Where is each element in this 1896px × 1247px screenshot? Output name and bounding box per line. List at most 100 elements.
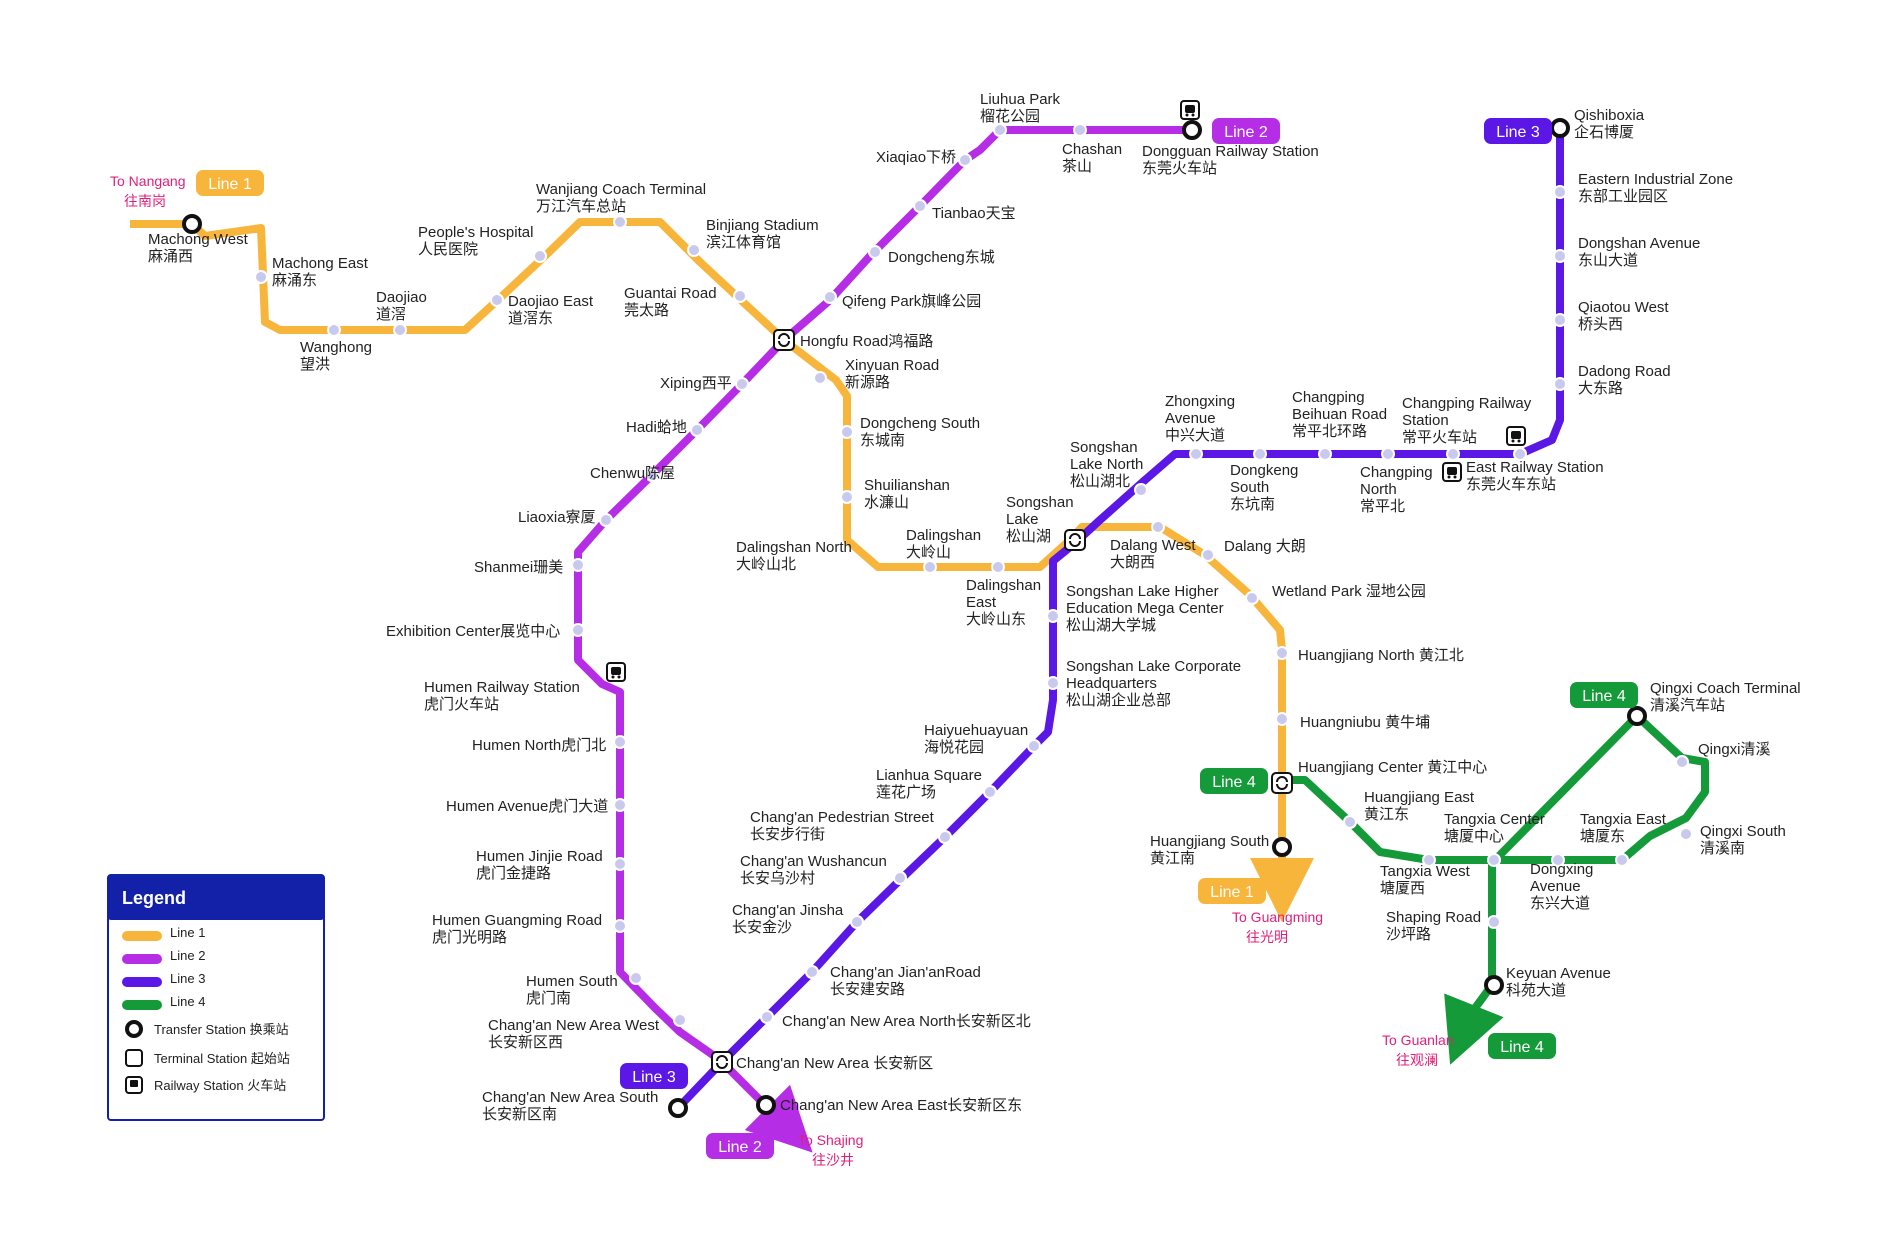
line-1-route	[130, 218, 1314, 922]
line-badge: Line 2	[706, 1133, 774, 1159]
station-label: 松山湖	[1006, 528, 1051, 545]
station-label: Liuhua Park	[980, 91, 1061, 108]
station-dot	[850, 915, 864, 929]
station-label: 东莞火车东站	[1466, 476, 1556, 493]
station-label: Hadi蛤地	[626, 419, 687, 436]
station-label: Machong West	[148, 231, 249, 248]
station-label: Xiping西平	[660, 375, 732, 392]
station-label: Changping	[1360, 464, 1433, 481]
station-label: Avenue	[1530, 878, 1581, 895]
station-dot	[733, 289, 747, 303]
station-label: Humen Avenue虎门大道	[446, 798, 608, 815]
station-label: 麻涌东	[272, 272, 317, 289]
station-label: 水濂山	[864, 494, 909, 511]
station-dot	[1615, 853, 1629, 867]
station-dot	[254, 270, 268, 284]
station-label: Humen Railway Station	[424, 679, 580, 696]
station-label: Liaoxia寮厦	[518, 508, 596, 526]
station-label: Dalang 大朗	[1224, 538, 1306, 555]
direction-label: To Guangming	[1232, 909, 1323, 925]
station-label: Wanghong	[300, 339, 372, 356]
station-label: 麻涌西	[148, 248, 193, 265]
direction-label-zh: 往南岗	[124, 193, 166, 209]
station-dot	[613, 857, 627, 871]
station-label: 长安新区南	[482, 1106, 557, 1123]
station-label: Huangjiang South	[1150, 833, 1269, 850]
station-dot	[613, 735, 627, 749]
station-dot	[1422, 853, 1436, 867]
station-label: Qingxi清溪	[1698, 741, 1771, 758]
station-label: Huangjiang North 黄江北	[1298, 647, 1464, 664]
station-label: Dalang West	[1110, 537, 1196, 554]
station-label: Headquarters	[1066, 675, 1157, 692]
station-label: Chang'an New Area West	[488, 1017, 660, 1034]
station-label: Songshan	[1006, 494, 1074, 511]
station-dot	[1446, 447, 1460, 461]
station-label: Tangxia East	[1580, 811, 1667, 828]
station-label: 松山湖大学城	[1066, 617, 1156, 634]
station-label: 常平北	[1360, 498, 1405, 515]
station-dot	[938, 830, 952, 844]
station-label: Wanjiang Coach Terminal	[536, 181, 706, 198]
station-dot	[1551, 853, 1565, 867]
terminal-station-marker	[756, 1095, 776, 1115]
legend-swatch	[122, 954, 162, 964]
station-label: Changping	[1292, 389, 1365, 406]
station-label: Keyuan Avenue	[1506, 965, 1611, 982]
station-dot	[1253, 447, 1267, 461]
station-dot	[923, 560, 937, 574]
station-label: 长安步行街	[750, 826, 825, 843]
station-dot	[1275, 712, 1289, 726]
station-dot	[1046, 609, 1060, 623]
station-label: Dadong Road	[1578, 363, 1671, 380]
line-badge-label: Line 2	[1224, 124, 1268, 141]
line-badge: Line 3	[1484, 118, 1552, 144]
station-label: Chang'an Wushancun	[740, 853, 887, 870]
terminal-station-marker	[1484, 975, 1504, 995]
line-badge-label: Line 4	[1582, 688, 1626, 705]
station-label: 虎门南	[526, 990, 571, 1007]
station-dot	[993, 123, 1007, 137]
station-label: 榴花公园	[980, 108, 1040, 125]
station-label: 万江汽车总站	[536, 198, 626, 215]
terminal-station-marker	[1627, 706, 1647, 726]
station-label: 人民医院	[418, 240, 478, 258]
station-label: Lianhua Square	[876, 767, 982, 784]
station-label: Lake North	[1070, 456, 1143, 473]
station-label: 松山湖企业总部	[1066, 691, 1171, 709]
station-label: 东莞火车站	[1142, 160, 1217, 177]
station-label: Songshan Lake Higher	[1066, 583, 1219, 600]
station-dot	[1318, 447, 1332, 461]
station-dot	[1553, 377, 1567, 391]
station-dot	[868, 245, 882, 259]
station-dot	[983, 785, 997, 799]
line-badge: Line 2	[1212, 118, 1280, 144]
station-label: 长安金沙	[732, 919, 792, 936]
terminal-station-marker	[1182, 120, 1202, 140]
station-label: Dalingshan North	[736, 539, 852, 556]
station-dot	[1134, 483, 1148, 497]
transfer-station-icon	[773, 329, 795, 351]
terminal-station-marker	[1272, 837, 1292, 857]
station-dot	[1553, 185, 1567, 199]
legend-item-label: Railway Station 火车站	[154, 1078, 286, 1093]
station-dot	[913, 199, 927, 213]
station-dot	[813, 371, 827, 385]
station-label: Dongcheng东城	[888, 249, 995, 266]
station-dot	[1513, 447, 1527, 461]
line-badge-label: Line 4	[1212, 774, 1256, 791]
station-label: Songshan	[1070, 439, 1138, 456]
station-dot	[893, 871, 907, 885]
station-label: Chang'an New Area North长安新区北	[782, 1013, 1031, 1030]
station-label: 道滘	[376, 306, 406, 323]
station-label: Dongxing	[1530, 861, 1593, 878]
railway-station-icon	[1180, 100, 1200, 120]
station-label: 黄江南	[1150, 850, 1195, 867]
station-label: 大东路	[1578, 380, 1623, 397]
station-label: Eastern Industrial Zone	[1578, 171, 1733, 188]
station-label: 塘厦东	[1580, 828, 1625, 845]
transfer-station-icon	[711, 1051, 733, 1073]
station-label: Humen North虎门北	[472, 737, 606, 754]
